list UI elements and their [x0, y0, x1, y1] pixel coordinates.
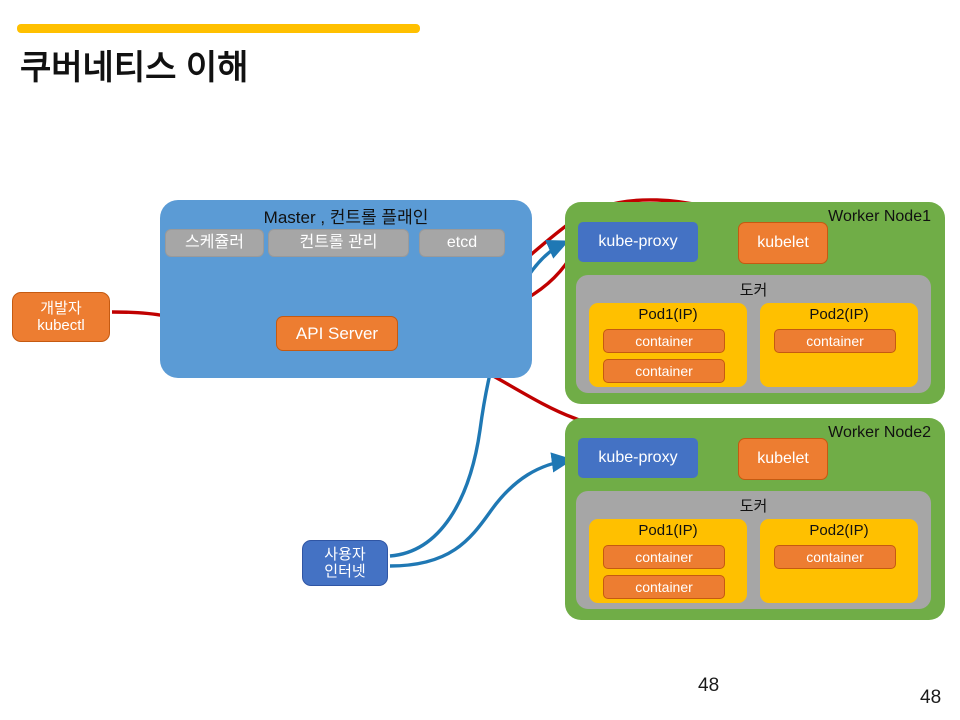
worker-node-2-pod-2[interactable]: Pod2(IP) container	[760, 519, 918, 603]
worker-node-1-pod-1-label: Pod1(IP)	[638, 306, 698, 323]
worker-node-1-pod-1-container-2[interactable]: container	[603, 359, 725, 383]
worker-node-2-kubelet[interactable]: kubelet	[738, 438, 828, 480]
master-panel-title: Master , 컨트롤 플래인	[263, 208, 429, 227]
worker-node-1-kubelet[interactable]: kubelet	[738, 222, 828, 264]
user-label-line1: 사용자	[324, 545, 366, 563]
page-title: 쿠버네티스 이해	[20, 49, 249, 87]
worker-node-2-pod-1-label: Pod1(IP)	[638, 522, 698, 539]
master-component-etcd[interactable]: etcd	[419, 229, 505, 257]
title-accent-bar	[17, 24, 420, 33]
user-internet-box[interactable]: 사용자 인터넷	[302, 540, 388, 586]
worker-node-1-pod-2-label: Pod2(IP)	[809, 306, 869, 323]
worker-node-2-pod-1[interactable]: Pod1(IP) container container	[589, 519, 747, 603]
developer-kubectl-box[interactable]: 개발자 kubectl	[12, 292, 110, 342]
worker-node-2-pod-2-container-1[interactable]: container	[774, 545, 896, 569]
worker-node-1-pod-2-container-1[interactable]: container	[774, 329, 896, 353]
api-server-box[interactable]: API Server	[276, 316, 398, 351]
worker-node-2-pod-1-container-2[interactable]: container	[603, 575, 725, 599]
master-component-scheduler[interactable]: 스케쥴러	[165, 229, 264, 257]
page-number-corner: 48	[920, 687, 942, 708]
worker-node-1-label: Worker Node1	[828, 208, 931, 225]
worker-node-2-pod-2-label: Pod2(IP)	[809, 522, 869, 539]
worker-node-1: Worker Node1 kube-proxy kubelet 도커 Pod1(…	[565, 202, 945, 404]
worker-node-2-kube-proxy[interactable]: kube-proxy	[578, 438, 698, 478]
worker-node-1-pod-2[interactable]: Pod2(IP) container	[760, 303, 918, 387]
master-component-controller-manager[interactable]: 컨트롤 관리	[268, 229, 409, 257]
worker-node-1-docker-label: 도커	[739, 282, 768, 299]
worker-node-1-pod-1-container-1[interactable]: container	[603, 329, 725, 353]
worker-node-2: Worker Node2 kube-proxy kubelet 도커 Pod1(…	[565, 418, 945, 620]
worker-node-1-docker: 도커 Pod1(IP) container container Pod2(IP)…	[576, 275, 931, 393]
worker-node-1-pod-1[interactable]: Pod1(IP) container container	[589, 303, 747, 387]
developer-label-line1: 개발자	[40, 299, 82, 317]
page-number-main: 48	[698, 675, 720, 696]
worker-node-2-pod-1-container-1[interactable]: container	[603, 545, 725, 569]
worker-node-2-docker-label: 도커	[739, 498, 768, 515]
worker-node-2-label: Worker Node2	[828, 424, 931, 441]
developer-label-line2: kubectl	[37, 317, 85, 334]
worker-node-2-docker: 도커 Pod1(IP) container container Pod2(IP)…	[576, 491, 931, 609]
user-label-line2: 인터넷	[324, 563, 366, 580]
worker-node-1-kube-proxy[interactable]: kube-proxy	[578, 222, 698, 262]
